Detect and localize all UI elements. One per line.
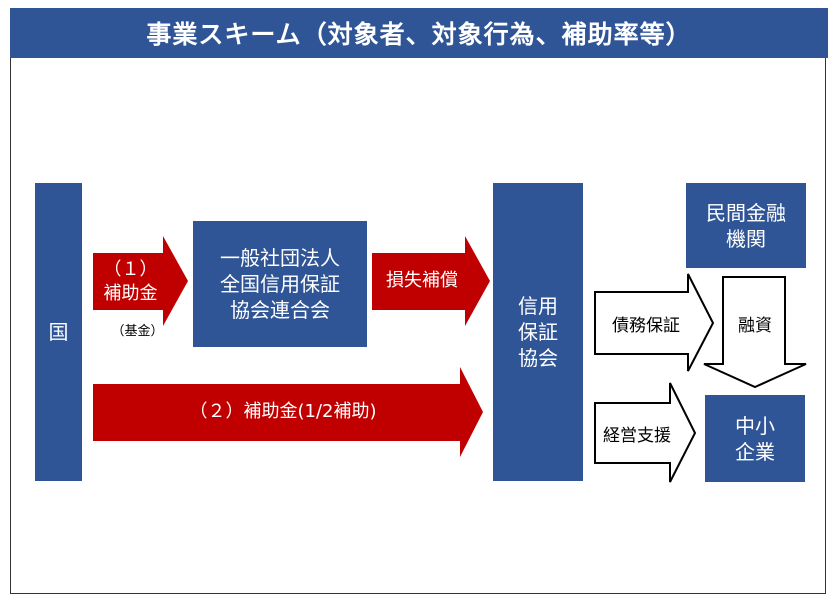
financing-arrow xyxy=(703,276,807,389)
node-private-bank: 民間金融 機関 xyxy=(686,183,806,268)
subsidy2-label: （２）補助金(1/2補助) xyxy=(189,401,377,422)
node-guarantee-assoc-label: 信用保証協会 xyxy=(518,294,558,370)
node-federation: 一般社団法人 全国信用保証 協会連合会 xyxy=(193,221,367,347)
subsidy2-arrow xyxy=(93,367,483,457)
loss-comp-label: 損失補償 xyxy=(386,270,458,291)
debt-guarantee-arrow xyxy=(594,273,715,372)
mgmt-support-arrow xyxy=(594,382,697,483)
debt-guarantee-label: 債務保証 xyxy=(612,315,680,336)
subsidy1-label: （１） 補助金 xyxy=(103,259,158,304)
node-guarantee-assoc: 信用保証協会 xyxy=(493,183,583,481)
subsidy1-note: （基金） xyxy=(111,323,164,339)
node-kuni: 国 xyxy=(35,183,82,481)
loss-comp-arrow xyxy=(372,236,490,326)
node-sme: 中小 企業 xyxy=(705,395,805,482)
page-title: 事業スキーム（対象者、対象行為、補助率等） xyxy=(10,8,828,58)
subsidy1-arrow xyxy=(93,236,188,326)
financing-label: 融資 xyxy=(738,315,772,336)
mgmt-support-label: 経営支援 xyxy=(603,425,671,446)
